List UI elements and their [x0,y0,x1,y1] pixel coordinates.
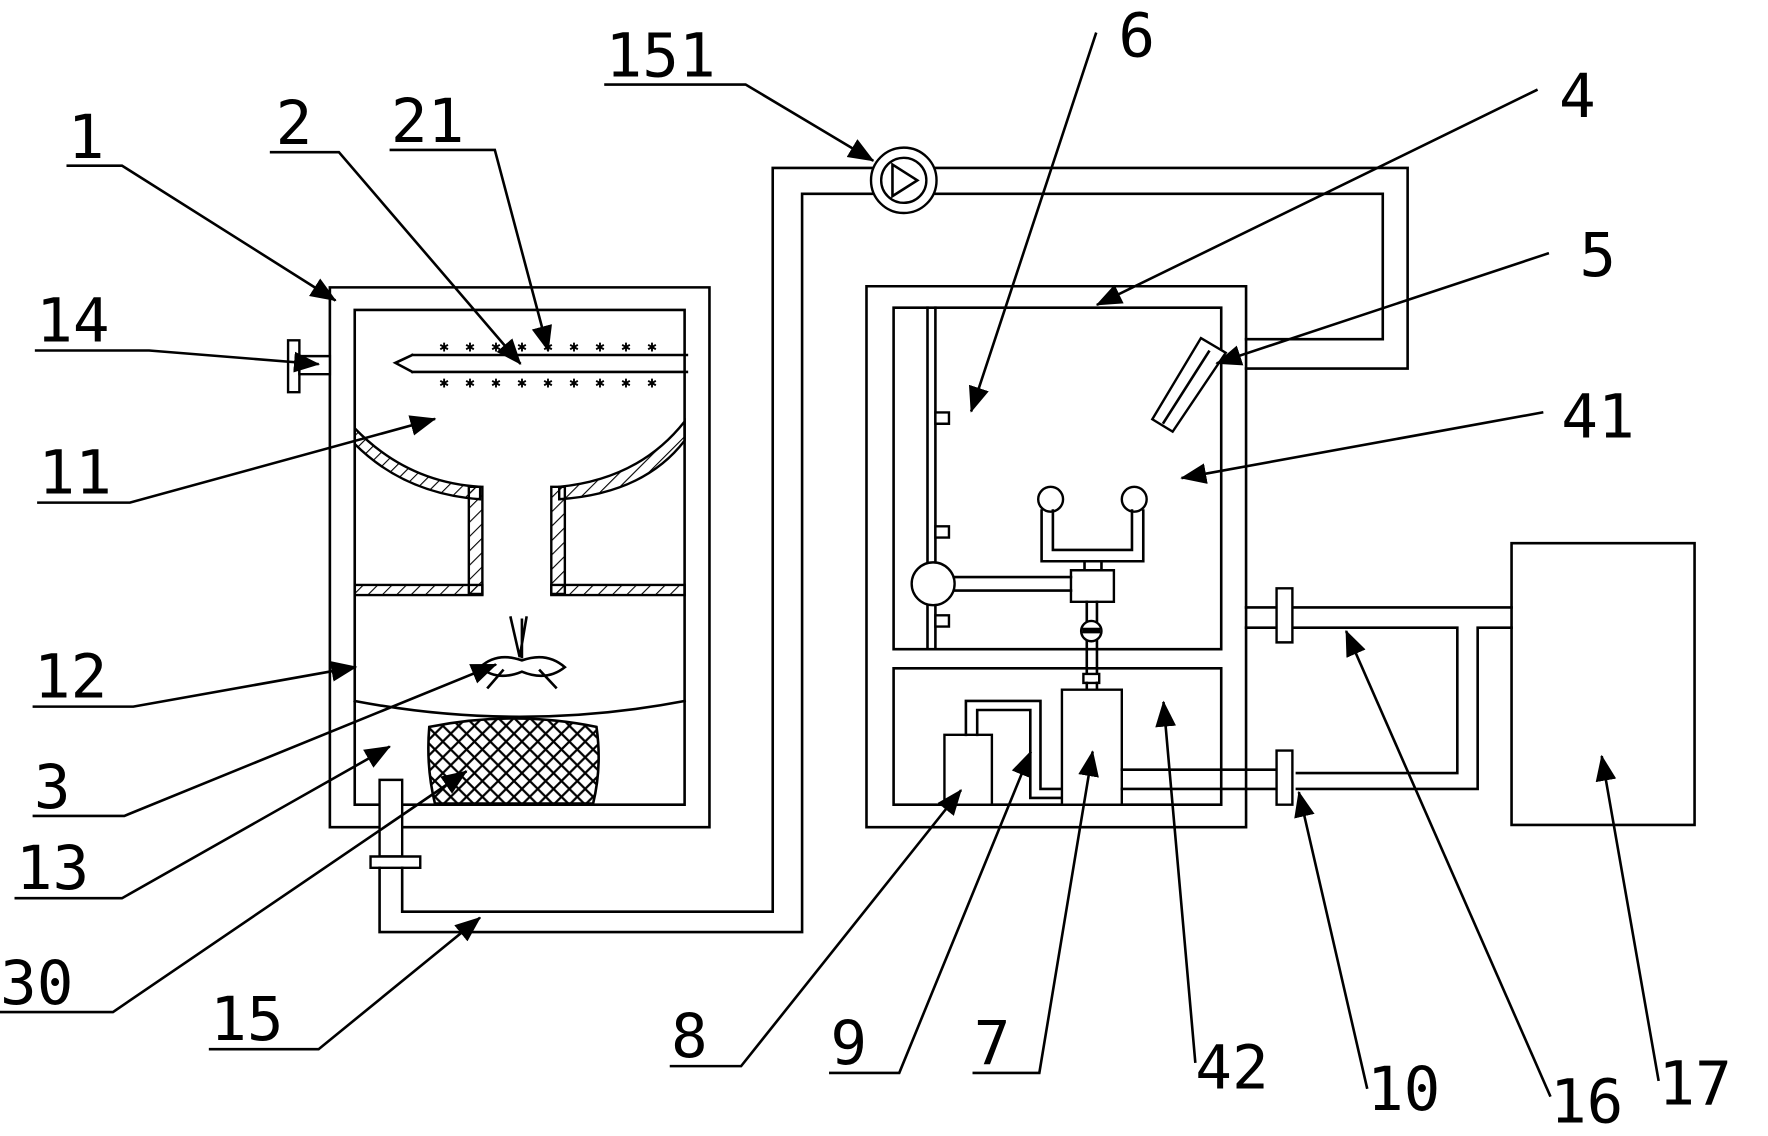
label-11: 11 [38,438,111,509]
impeller-3 [480,618,565,688]
label-8: 8 [671,1001,708,1072]
svg-text:✱: ✱ [491,373,501,392]
leader-lines [0,34,1658,1096]
label-41: 41 [1561,381,1634,452]
label-14: 14 [36,286,109,357]
tube-9 [966,701,1062,798]
label-4: 4 [1559,61,1596,132]
pump-151 [871,148,937,213]
label-10: 10 [1367,1054,1440,1125]
unit-7 [1062,690,1122,805]
label-9: 9 [830,1008,867,1079]
svg-text:✱: ✱ [595,337,605,356]
port-14 [288,340,330,392]
svg-text:✱: ✱ [465,337,475,356]
label-6: 6 [1118,0,1155,71]
nozzle-5 [1152,338,1225,432]
pipe-15 [380,168,1408,932]
chamber-12-bottom [355,701,685,717]
svg-text:✱: ✱ [595,373,605,392]
svg-text:✱: ✱ [517,373,527,392]
outlet-valve-13 [371,780,421,868]
label-12: 12 [34,642,107,713]
pipe-10 [1122,628,1512,805]
label-1: 1 [68,102,105,173]
svg-text:✱: ✱ [569,373,579,392]
cabinet-4 [866,286,1246,827]
label-13: 13 [16,833,89,904]
label-17: 17 [1658,1049,1731,1120]
label-42: 42 [1195,1033,1268,1104]
label-21: 21 [391,86,464,157]
svg-text:✱: ✱ [439,373,449,392]
label-15: 15 [210,984,283,1055]
svg-text:✱: ✱ [517,337,527,356]
label-151: 151 [606,21,716,92]
svg-text:✱: ✱ [647,373,657,392]
filter-30 [418,710,610,811]
tank-17 [1512,543,1695,825]
svg-text:✱: ✱ [621,337,631,356]
pipe-16 [1246,588,1511,773]
hopper-11 [355,421,685,595]
svg-text:✱: ✱ [647,337,657,356]
svg-text:✱: ✱ [621,373,631,392]
label-2: 2 [276,88,313,159]
sensor-assembly-41 [912,487,1147,690]
svg-text:✱: ✱ [465,373,475,392]
label-3: 3 [34,752,71,823]
svg-text:✱: ✱ [439,337,449,356]
svg-text:✱: ✱ [569,337,579,356]
label-7: 7 [974,1008,1011,1079]
label-16: 16 [1550,1067,1623,1136]
spray-pipe-2: ✱✱✱ ✱✱✱ ✱✱✱ ✱✱✱ ✱✱✱ ✱✱✱ [395,337,686,392]
device-8 [944,735,991,805]
svg-text:✱: ✱ [543,373,553,392]
label-30: 30 [0,948,73,1019]
label-5: 5 [1579,220,1616,291]
nozzles-21: ✱✱✱ ✱✱✱ ✱✱✱ ✱✱✱ ✱✱✱ ✱✱✱ [439,337,657,392]
